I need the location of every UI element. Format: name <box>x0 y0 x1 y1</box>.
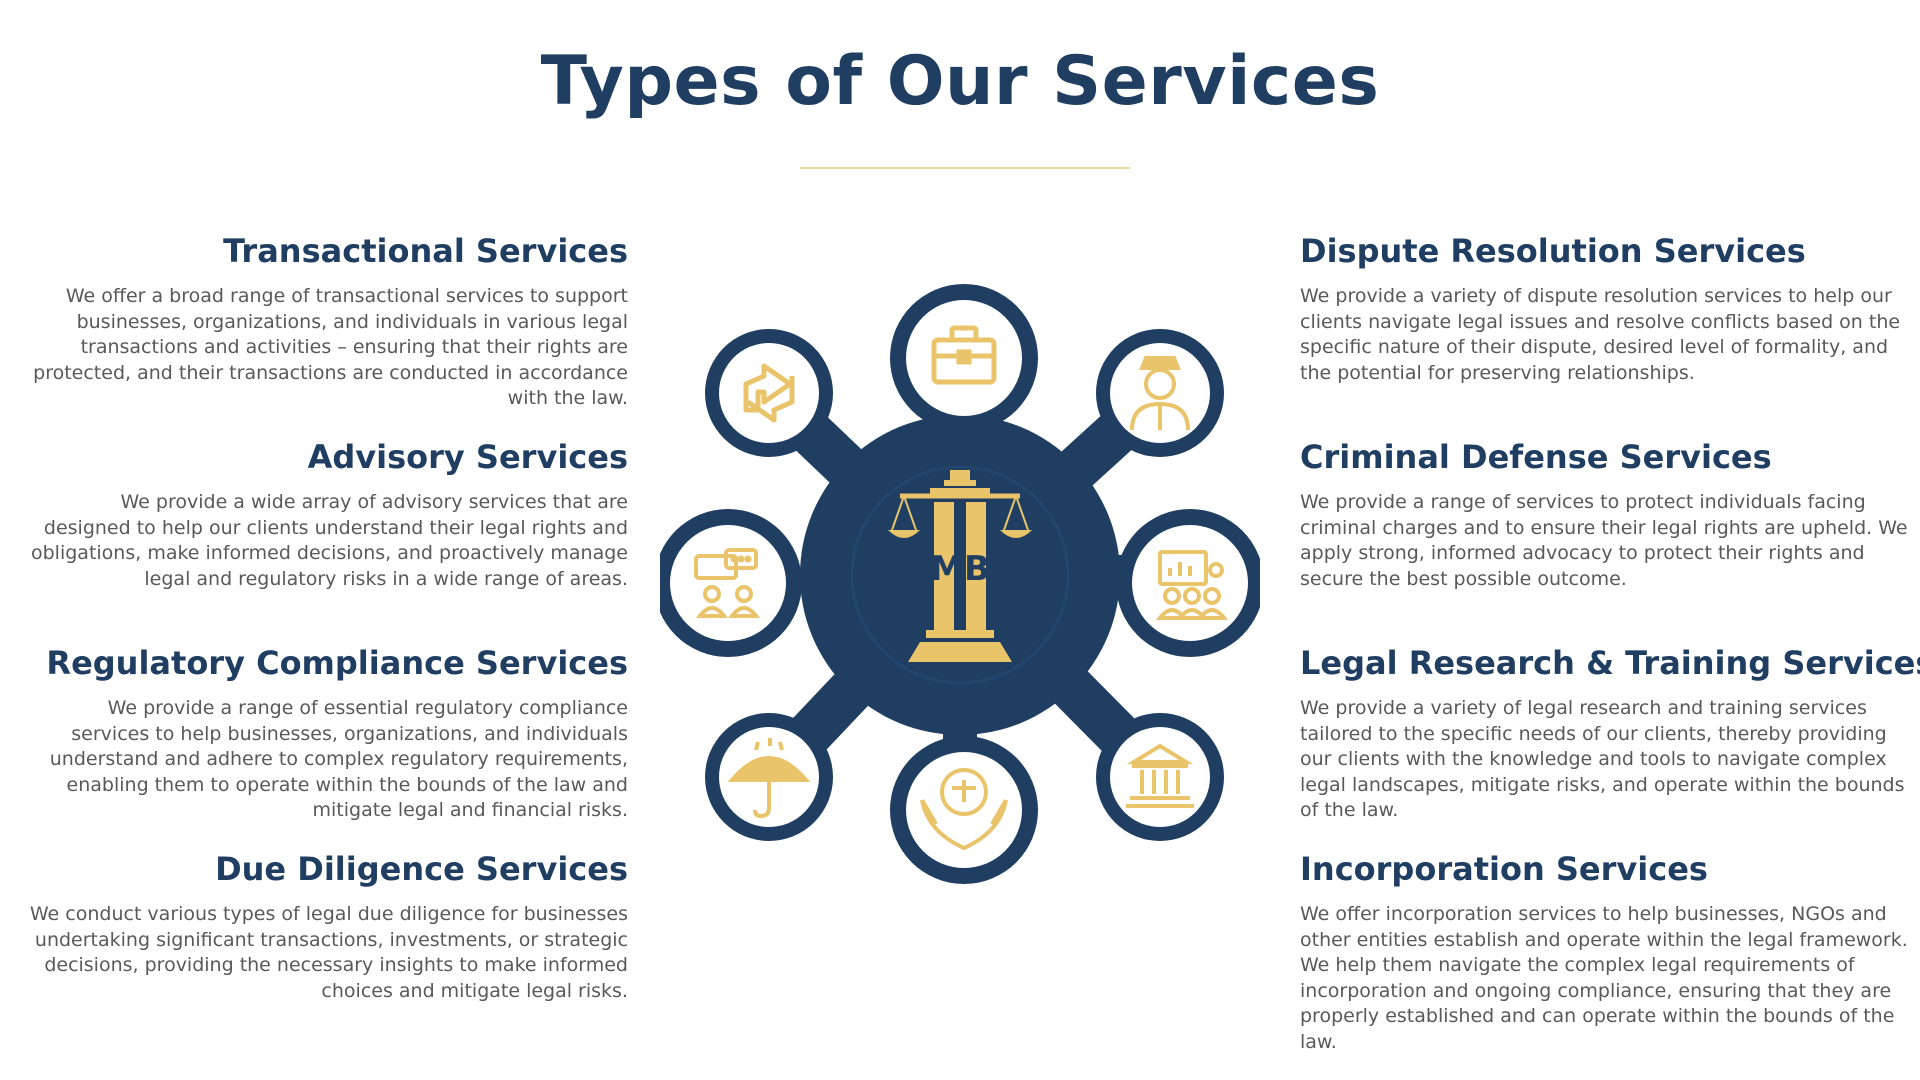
service-title: Regulatory Compliance Services <box>46 644 628 682</box>
chat-meeting-icon <box>694 548 761 618</box>
center-logo-text: MB <box>930 549 990 589</box>
page-title: Types of Our Services <box>540 42 1380 121</box>
briefcase-icon <box>931 325 997 385</box>
service-title: Due Diligence Services <box>215 850 628 888</box>
service-description: We provide a range of services to protec… <box>1300 491 1908 590</box>
service-transactional: Transactional Services We offer a broad … <box>28 232 628 412</box>
service-incorporation: Incorporation Services We offer incorpor… <box>1300 850 1910 1055</box>
service-criminal-defense: Criminal Defense Services We provide a r… <box>1300 438 1910 592</box>
exchange-arrows-icon <box>743 363 795 423</box>
service-description: We offer a broad range of transactional … <box>33 285 628 409</box>
service-title: Advisory Services <box>307 438 628 476</box>
service-title: Incorporation Services <box>1300 850 1708 888</box>
service-description: We provide a wide array of advisory serv… <box>31 491 628 590</box>
service-legal-research-training: Legal Research & Training Services We pr… <box>1300 644 1920 824</box>
umbrella-icon <box>727 738 811 819</box>
services-hub-graphic: MB <box>660 284 1260 884</box>
service-title: Dispute Resolution Services <box>1300 232 1806 270</box>
presentation-audience-icon <box>1155 550 1229 620</box>
service-description: We provide a variety of legal research a… <box>1300 697 1905 821</box>
service-dispute-resolution: Dispute Resolution Services We provide a… <box>1300 232 1910 386</box>
service-description: We provide a variety of dispute resoluti… <box>1300 285 1901 384</box>
service-title: Legal Research & Training Services <box>1300 644 1920 682</box>
bank-building-icon <box>1126 743 1194 808</box>
service-description: We offer incorporation services to help … <box>1300 903 1908 1053</box>
service-advisory: Advisory Services We provide a wide arra… <box>28 438 628 592</box>
service-regulatory-compliance: Regulatory Compliance Services We provid… <box>28 644 628 824</box>
hands-justice-icon <box>920 768 1008 851</box>
scales-logo-icon <box>888 470 1032 662</box>
title-divider <box>800 167 1130 169</box>
service-description: We provide a range of essential regulato… <box>49 697 628 821</box>
service-description: We conduct various types of legal due di… <box>29 903 628 1002</box>
service-title: Criminal Defense Services <box>1300 438 1772 476</box>
service-due-diligence: Due Diligence Services We conduct variou… <box>28 850 628 1004</box>
service-title: Transactional Services <box>223 232 628 270</box>
officer-icon <box>1130 356 1190 431</box>
